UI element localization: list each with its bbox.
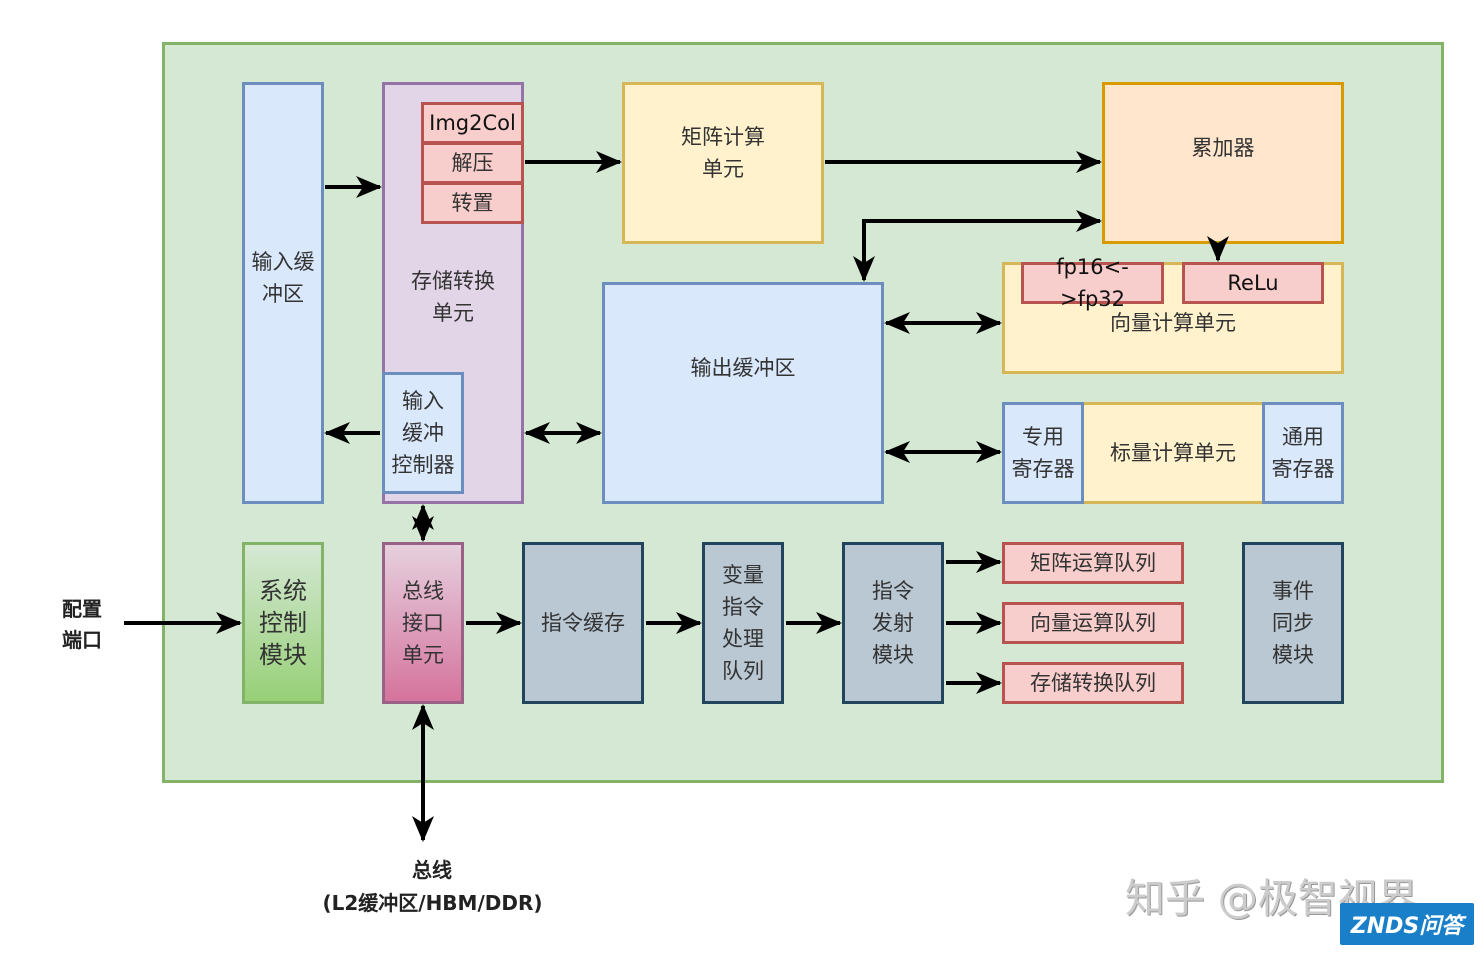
arrow	[853, 210, 1102, 282]
instruction-cache: 指令缓存	[522, 542, 644, 704]
instruction-dispatch-module: 指令 发射 模块	[842, 542, 944, 704]
matrix-queue: 矩阵运算队列	[1002, 542, 1184, 584]
general-register: 通用 寄存器	[1262, 402, 1344, 504]
decompress-box: 解压	[421, 142, 524, 184]
input-buffer: 输入缓 冲区	[242, 82, 324, 504]
znds-logo: ZNDS问答	[1340, 903, 1474, 945]
system-control-module: 系统 控制 模块	[242, 542, 324, 704]
transpose-box: 转置	[421, 182, 524, 224]
variable-instruction-queue: 变量 指令 处理 队列	[702, 542, 784, 704]
bus-interface-unit: 总线 接口 单元	[382, 542, 464, 704]
output-buffer: 输出缓冲区	[602, 282, 884, 504]
config-port-label: 配置 端口	[62, 597, 102, 652]
event-sync-module: 事件 同步 模块	[1242, 542, 1344, 704]
vector-queue: 向量运算队列	[1002, 602, 1184, 644]
storage-queue: 存储转换队列	[1002, 662, 1184, 704]
bus-label: 总线	[412, 858, 452, 882]
matrix-compute-unit: 矩阵计算 单元	[622, 82, 824, 244]
special-register: 专用 寄存器	[1002, 402, 1084, 504]
relu-box: ReLu	[1182, 262, 1324, 304]
bus-detail-label: (L2缓冲区/HBM/DDR)	[322, 891, 543, 915]
input-buffer-controller: 输入 缓冲 控制器	[382, 372, 464, 494]
